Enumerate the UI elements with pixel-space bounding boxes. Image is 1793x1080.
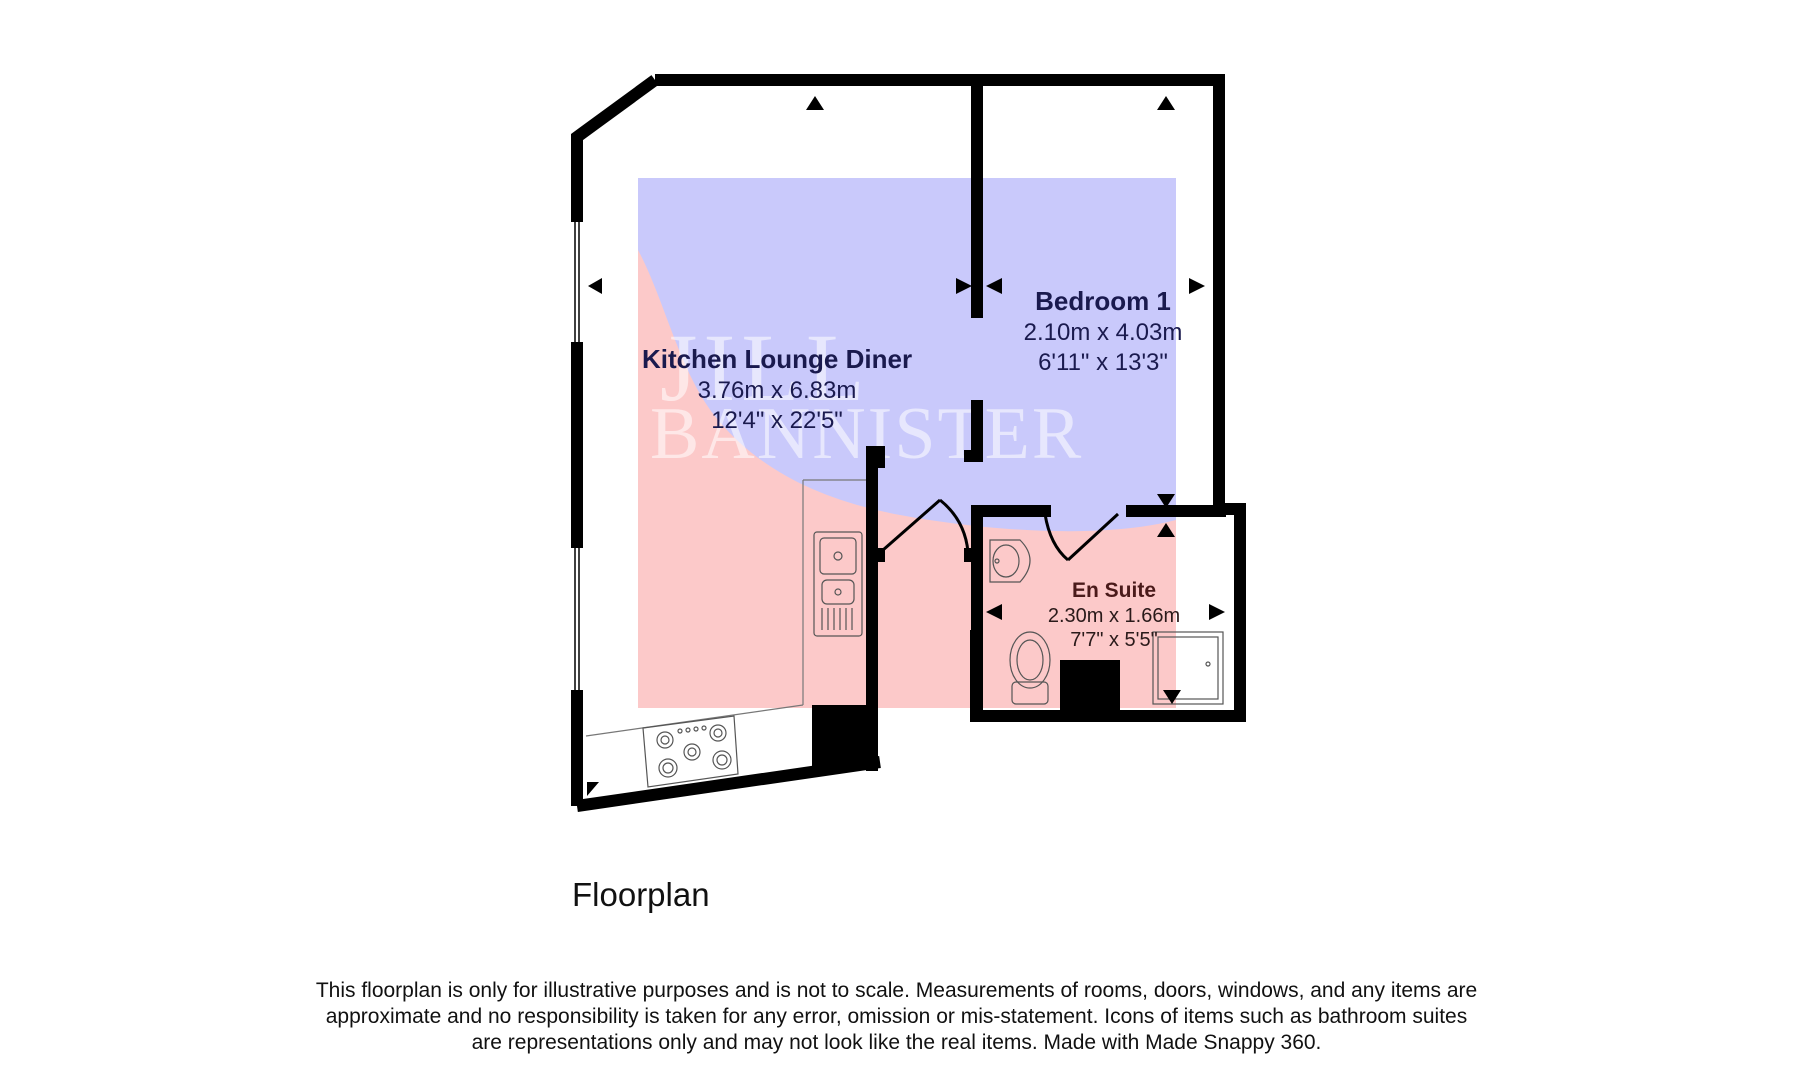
- room-label-bedroom: Bedroom 1 2.10m x 4.03m 6'11" x 13'3": [1024, 286, 1183, 376]
- measure-arrows: [587, 96, 1225, 796]
- disclaimer-line-2: approximate and no responsibility is tak…: [325, 1005, 1468, 1028]
- room-imperial-bedroom: 6'11" x 13'3": [1038, 349, 1168, 376]
- disclaimer-line-1: This floorplan is only for illustrative …: [315, 979, 1478, 1002]
- room-imperial-kitchen: 12'4" x 22'5": [711, 407, 843, 434]
- watermark-logo: JILL BANNISTER: [638, 178, 1176, 708]
- disclaimer: This floorplan is only for illustrative …: [280, 978, 1513, 1056]
- hob-icon: [642, 715, 739, 788]
- room-metric-bedroom: 2.10m x 4.03m: [1024, 319, 1183, 346]
- watermark-line1: JILL: [660, 314, 871, 421]
- room-metric-kitchen: 3.76m x 6.83m: [698, 377, 857, 404]
- shower-icon: [1152, 631, 1224, 705]
- window-left-lower: [571, 548, 583, 690]
- room-name-bedroom: Bedroom 1: [1035, 286, 1171, 316]
- internal-walls: [812, 80, 1226, 771]
- window-left-upper: [571, 222, 583, 342]
- kitchen-worktop: [585, 479, 866, 737]
- watermark-line2: BANNISTER: [650, 393, 1083, 475]
- toilet-icon: [1009, 631, 1051, 705]
- room-imperial-ensuite: 7'7" x 5'5": [1070, 629, 1157, 651]
- disclaimer-line-3: are representations only and may not loo…: [471, 1031, 1322, 1054]
- door-kitchen-hall: [882, 498, 970, 553]
- room-metric-ensuite: 2.30m x 1.66m: [1048, 605, 1180, 627]
- room-name-kitchen: Kitchen Lounge Diner: [642, 344, 912, 374]
- plan-title: Floorplan: [572, 876, 710, 913]
- room-label-kitchen: Kitchen Lounge Diner 3.76m x 6.83m 12'4"…: [642, 344, 912, 434]
- room-label-ensuite: En Suite 2.30m x 1.66m 7'7" x 5'5": [1048, 579, 1180, 651]
- sink-icon: [813, 531, 863, 637]
- room-name-ensuite: En Suite: [1072, 579, 1156, 602]
- door-ensuite: [1043, 512, 1120, 562]
- basin-icon: [989, 539, 1031, 583]
